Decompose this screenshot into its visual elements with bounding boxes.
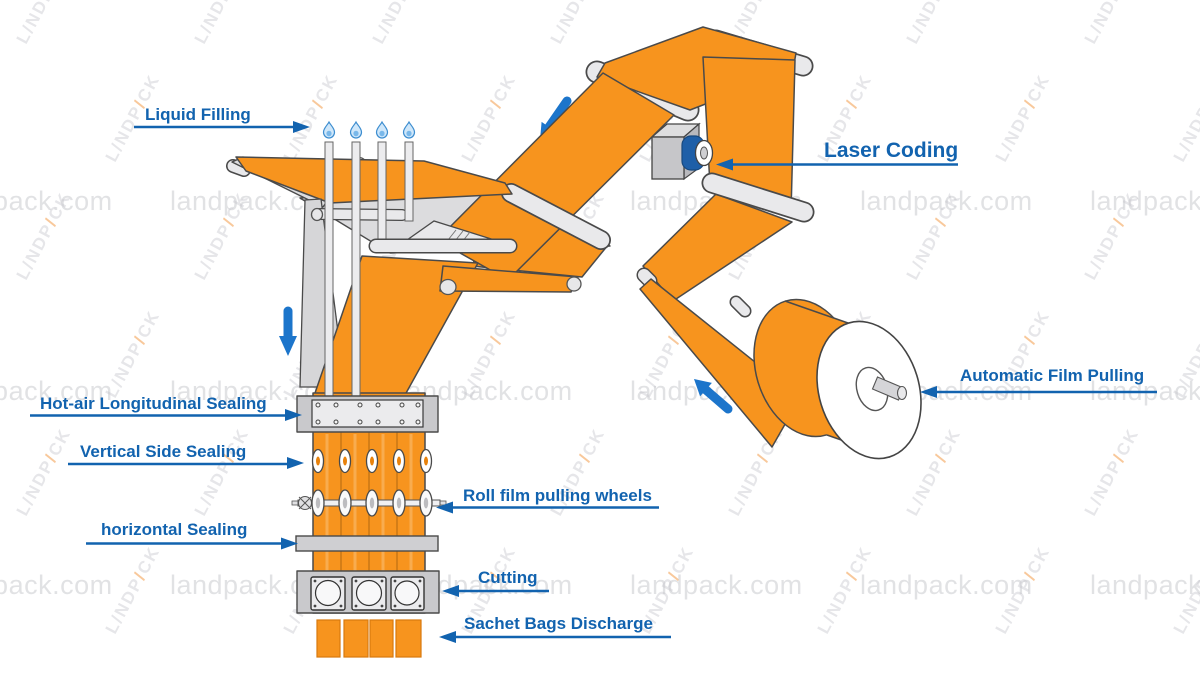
cutting-arrowhead	[442, 585, 459, 597]
callout-labels: Liquid Filling Laser Coding Hot-air Long…	[30, 105, 1157, 643]
liquid-filling-arrowhead	[293, 121, 310, 133]
callout-sachet-bags-discharge: Sachet Bags Discharge	[439, 614, 671, 643]
drive-sprocket	[298, 496, 312, 510]
label-horizontal-sealing: horizontal Sealing	[101, 520, 247, 539]
droplet-icon	[322, 120, 336, 139]
filling-pipe-1	[324, 141, 334, 400]
pulling-wheels	[291, 489, 447, 517]
film-web-path	[585, 26, 815, 448]
edge-roller-right-cap	[566, 276, 582, 292]
callout-cutting: Cutting	[442, 568, 549, 597]
film-band-to-roll	[639, 278, 801, 448]
callout-roll-film-pulling-wheels: Roll film pulling wheels	[436, 486, 659, 514]
former-top-roller	[501, 183, 611, 250]
auto-film-arrowhead	[920, 386, 937, 398]
roll-film-arrowhead	[436, 501, 453, 514]
watermark-website: landpack.com	[0, 186, 113, 216]
filling-pipe-3	[377, 141, 387, 244]
label-vertical-side-sealing: Vertical Side Sealing	[80, 442, 246, 461]
roll-shaft	[871, 376, 905, 401]
callout-automatic-film-pulling: Automatic Film Pulling	[920, 366, 1157, 398]
label-liquid-filling: Liquid Filling	[145, 105, 251, 124]
roll-shaft-cap	[896, 385, 908, 401]
watermark-website: landpack.com	[1090, 186, 1200, 216]
watermark-website: landpack.com	[0, 570, 113, 600]
hot-air-arrowhead	[285, 409, 302, 421]
label-laser-coding: Laser Coding	[824, 139, 958, 162]
droplet-icon	[375, 120, 389, 139]
edge-roller-left-cap	[439, 278, 457, 296]
watermark-website: landpack.com	[860, 186, 1033, 216]
label-sachet-bags-discharge: Sachet Bags Discharge	[464, 614, 653, 633]
watermark-website: landpack.com	[1090, 570, 1200, 600]
callout-laser-coding: Laser Coding	[716, 139, 958, 171]
label-automatic-film-pulling: Automatic Film Pulling	[960, 366, 1144, 385]
film-top-sheet	[235, 156, 513, 204]
left-feed-roller	[226, 159, 251, 177]
film-roll	[753, 298, 922, 460]
label-cutting: Cutting	[478, 568, 537, 587]
callout-liquid-filling: Liquid Filling	[134, 105, 310, 133]
filling-pipe-2	[351, 141, 361, 400]
liquid-droplets	[322, 120, 416, 139]
horizontal-sealing-bar	[295, 535, 439, 552]
film-direction-arrow-up-left	[694, 379, 733, 414]
laser-coder	[650, 122, 714, 181]
horizontal-sealing-arrowhead	[281, 537, 298, 550]
droplet-icon	[349, 120, 363, 139]
turn-roller-stub-right	[729, 295, 752, 318]
hot-air-sealing-plate	[296, 395, 439, 433]
watermark-website: landpack.com	[630, 570, 803, 600]
label-roll-film-pulling-wheels: Roll film pulling wheels	[463, 486, 652, 505]
callout-vertical-side-sealing: Vertical Side Sealing	[68, 442, 304, 469]
vertical-sealing-wheels	[311, 448, 433, 474]
droplet-icon	[402, 120, 416, 139]
callout-hot-air-longitudinal-sealing: Hot-air Longitudinal Sealing	[30, 394, 302, 421]
guide-roller	[701, 172, 815, 223]
laser-coding-arrowhead	[716, 158, 733, 171]
cutting-unit	[296, 570, 440, 614]
laser-lens-hole	[700, 146, 708, 160]
sachet-arrowhead	[439, 631, 456, 643]
film-direction-arrow-down	[279, 306, 297, 356]
watermark-website: landpack.com	[860, 570, 1033, 600]
vertical-side-arrowhead	[287, 457, 304, 469]
film-tube-section	[291, 141, 447, 658]
filling-pipe-4	[404, 141, 414, 222]
forming-section	[226, 72, 675, 405]
watermark-website: landpack.com	[0, 376, 113, 406]
label-hot-air-longitudinal-sealing: Hot-air Longitudinal Sealing	[40, 394, 267, 413]
callout-horizontal-sealing: horizontal Sealing	[86, 520, 298, 550]
sachet-bags	[316, 619, 422, 658]
laser-coder-front	[651, 136, 685, 180]
